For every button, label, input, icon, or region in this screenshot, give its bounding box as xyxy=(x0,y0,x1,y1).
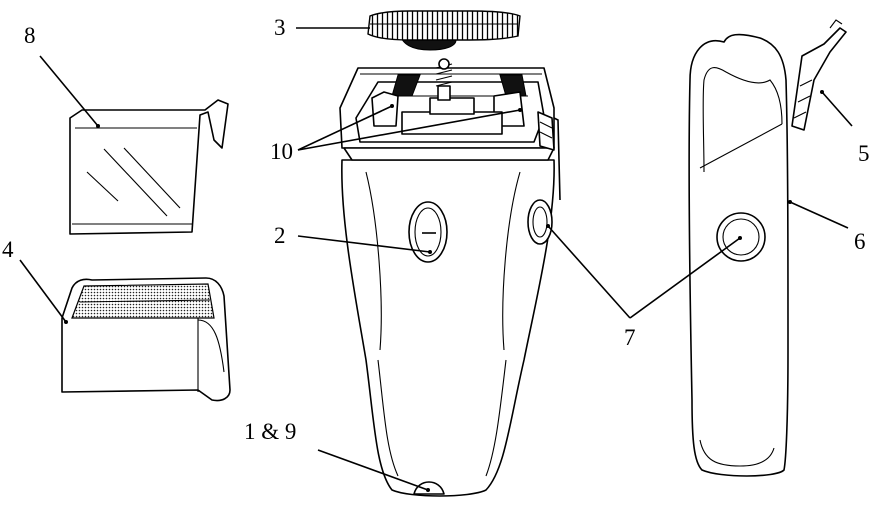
charging-stand-part xyxy=(689,20,846,476)
label-8: 8 xyxy=(24,24,36,47)
foil-head-part xyxy=(62,278,230,401)
label-7: 7 xyxy=(624,326,636,349)
label-10: 10 xyxy=(270,140,293,163)
cutter-block-part xyxy=(368,11,520,50)
label-4: 4 xyxy=(2,238,14,261)
leader-4 xyxy=(20,260,66,322)
label-3: 3 xyxy=(274,16,286,39)
label-5: 5 xyxy=(858,142,870,165)
label-1-9: 1 & 9 xyxy=(244,420,296,443)
leader-7a xyxy=(548,226,630,318)
leader-8 xyxy=(40,56,98,126)
label-2: 2 xyxy=(274,224,286,247)
leader-5 xyxy=(822,92,852,126)
leader-6 xyxy=(790,202,848,228)
label-6: 6 xyxy=(854,230,866,253)
shaver-main-body xyxy=(340,59,560,496)
